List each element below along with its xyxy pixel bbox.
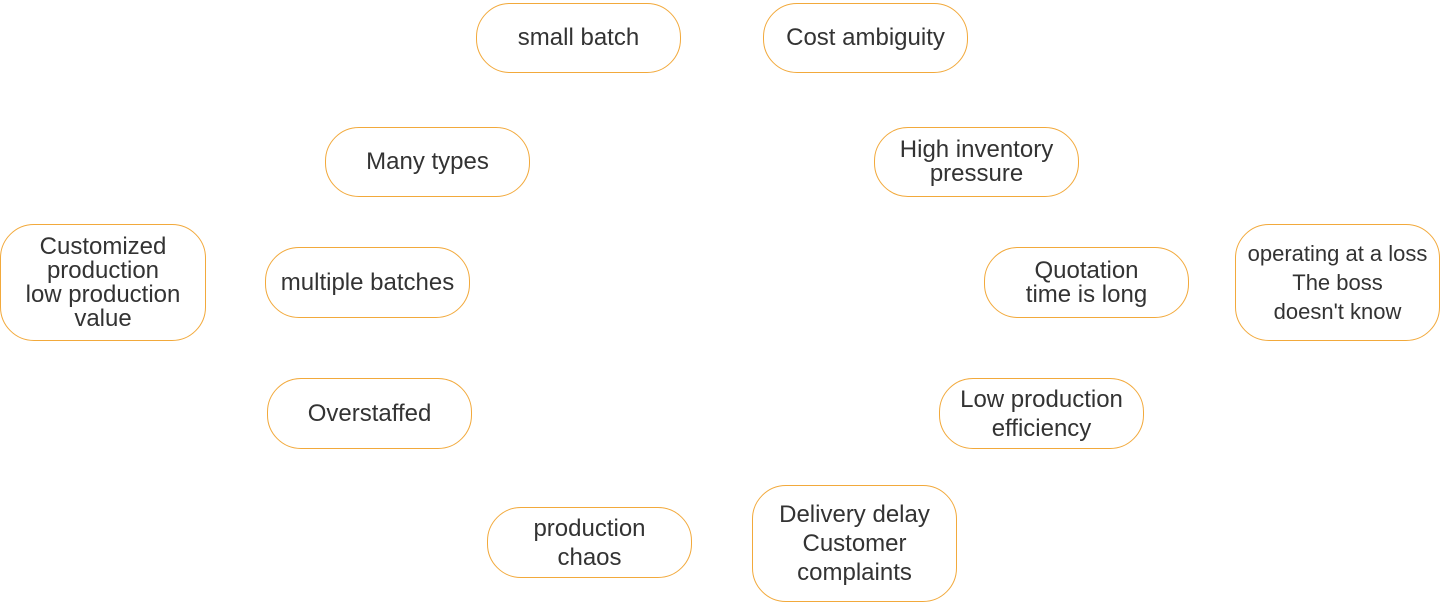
node-label-line: pressure [929, 160, 1024, 187]
node-quotation-time: Quotation time is long [984, 247, 1189, 318]
node-label-line: production [46, 256, 160, 284]
node-label-line: The boss [1292, 270, 1383, 295]
node-label-line: multiple batches [280, 268, 455, 296]
node-low-production-efficiency: Low production efficiency [939, 378, 1144, 449]
node-label-line: low production [25, 280, 181, 308]
node-label-line: complaints [797, 559, 912, 586]
node-label-line: Many types [366, 148, 489, 175]
node-label-line: chaos [557, 543, 622, 571]
node-label-line: Customized [39, 232, 167, 260]
node-delivery-delay: Delivery delay Customer complaints [752, 485, 957, 602]
node-overstaffed: Overstaffed [267, 378, 472, 449]
node-customized-production: Customized production low production val… [0, 224, 206, 341]
node-label-line: small batch [517, 24, 640, 51]
node-label-line: Customer [802, 530, 907, 557]
node-many-types: Many types [325, 127, 530, 197]
node-label-line: operating at a loss [1247, 241, 1428, 266]
node-label-line: Delivery delay [779, 501, 930, 528]
node-operating-at-a-loss: operating at a loss The boss doesn't kno… [1235, 224, 1440, 341]
node-label-line: Quotation [1034, 256, 1139, 284]
node-label-line: production [533, 514, 646, 542]
node-label-line: Overstaffed [307, 399, 432, 427]
node-production-chaos: production chaos [487, 507, 692, 578]
node-label-line: Cost ambiguity [786, 24, 945, 51]
node-label-line: time is long [1025, 280, 1148, 308]
node-cost-ambiguity: Cost ambiguity [763, 3, 968, 73]
node-label-line: Low production [960, 385, 1123, 413]
node-high-inventory-pressure: High inventory pressure [874, 127, 1079, 197]
node-label-line: High inventory [899, 136, 1054, 163]
node-small-batch: small batch [476, 3, 681, 73]
node-label-line: doesn't know [1273, 299, 1402, 324]
node-label-line: efficiency [991, 414, 1092, 442]
node-label-line: value [74, 304, 132, 332]
node-multiple-batches: multiple batches [265, 247, 470, 318]
